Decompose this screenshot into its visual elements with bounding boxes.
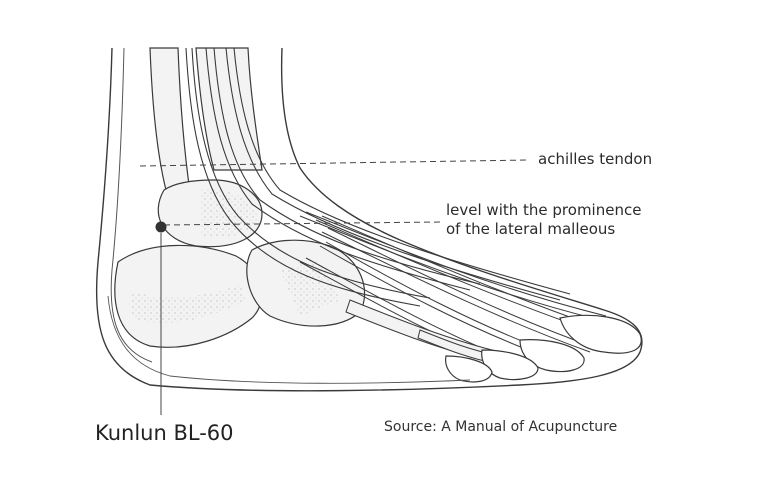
malleolus-leader-line [163, 221, 441, 226]
toes [445, 314, 642, 383]
heel-pad-line [107, 295, 471, 384]
malleolus-stipple [200, 189, 258, 238]
tarsal-stipple [280, 260, 340, 316]
kunlun-point-marker [155, 221, 167, 233]
point-name-label: Kunlun BL-60 [95, 421, 234, 445]
malleolus-label-line2: of the lateral malleous [446, 219, 616, 238]
achilles-leader-line [139, 159, 531, 167]
malleolus-label-line1: level with the prominence [446, 201, 642, 219]
tibia-bone [195, 47, 263, 171]
source-caption: Source: A Manual of Acupuncture [384, 419, 618, 435]
malleolus-level-label: level with the prominence of the lateral… [446, 201, 641, 239]
calcaneus-stipple [130, 285, 246, 324]
achilles-tendon-label: achilles tendon [538, 150, 653, 168]
soft-tissue-line [110, 47, 153, 363]
